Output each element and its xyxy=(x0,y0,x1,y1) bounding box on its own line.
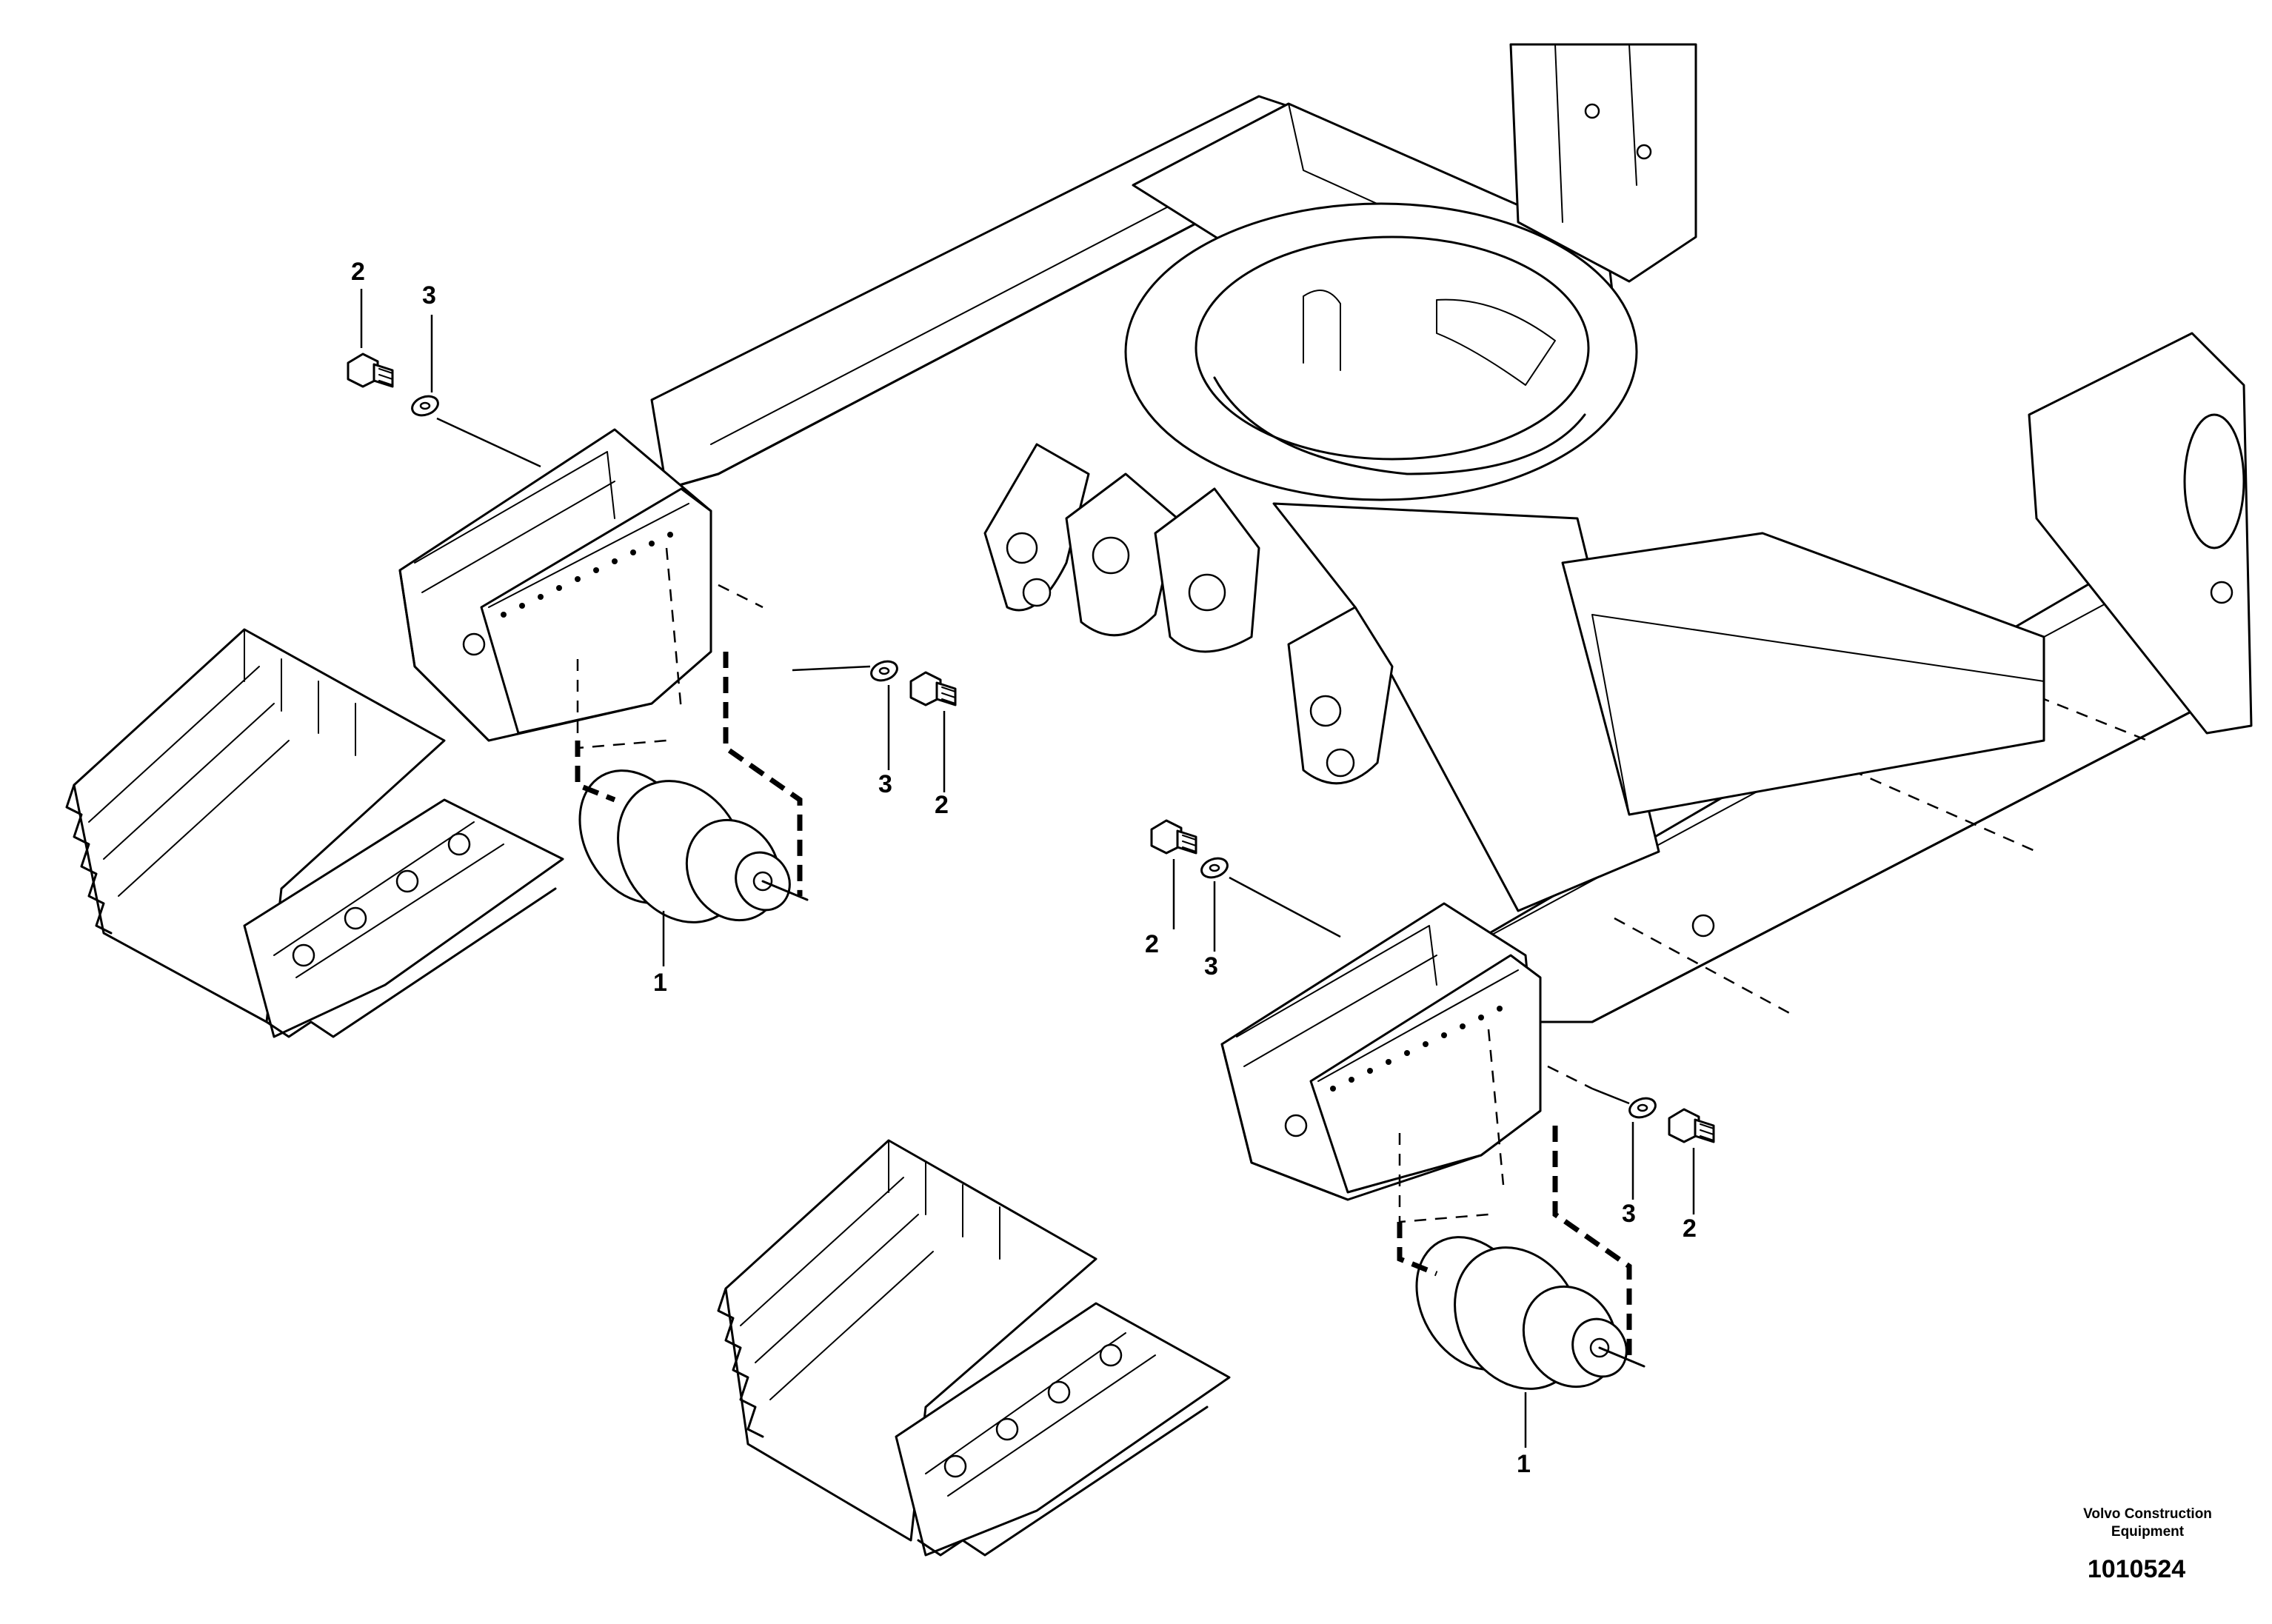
callout-upper-right-bolt: 2 xyxy=(935,791,949,819)
leader-lines xyxy=(360,289,1695,1448)
upper-bottom-roller[interactable] xyxy=(557,750,809,946)
upper-track-chain xyxy=(65,628,564,1038)
upper-roller-fit-line-right xyxy=(723,652,803,896)
upper-left-bolt[interactable] xyxy=(347,352,394,388)
callout-lower-right-bolt: 2 xyxy=(1683,1214,1697,1243)
adjuster-holes-upper xyxy=(501,532,673,618)
upper-right-bolt[interactable] xyxy=(909,671,957,706)
lower-track-frame-end xyxy=(1220,902,1593,1223)
swing-ring xyxy=(1124,202,1638,501)
adjuster-holes-lower xyxy=(1330,1006,1503,1092)
lower-bottom-roller[interactable] xyxy=(1394,1217,1645,1412)
lower-left-washer[interactable] xyxy=(1199,855,1230,881)
callout-upper-left-bolt: 2 xyxy=(351,258,365,286)
drawing-number: 1010524 xyxy=(2088,1555,2185,1583)
manufacturer-line-1: Volvo Construction xyxy=(2083,1506,2212,1522)
undercarriage-frame xyxy=(650,43,2253,1023)
callout-lower-left-bolt: 2 xyxy=(1145,930,1159,958)
callout-upper-left-washer: 3 xyxy=(422,281,436,310)
lower-right-bolt[interactable] xyxy=(1668,1108,1715,1143)
manufacturer-line-2: Equipment xyxy=(2111,1524,2185,1540)
upper-left-washer[interactable] xyxy=(410,393,441,419)
lower-left-bolt[interactable] xyxy=(1150,819,1197,855)
callout-upper-right-washer: 3 xyxy=(878,770,892,798)
callout-lower-right-washer: 3 xyxy=(1622,1200,1636,1228)
lower-roller-fit-line-left xyxy=(1397,1222,1438,1277)
upper-right-washer[interactable] xyxy=(869,658,900,684)
callout-labels: 2 3 3 2 1 2 3 3 2 1 xyxy=(351,258,1697,1478)
upper-track-frame-end xyxy=(398,428,764,749)
upper-roller-fit-line-left xyxy=(575,741,616,803)
callout-lower-roller: 1 xyxy=(1517,1450,1531,1478)
boom-mount-lugs xyxy=(983,443,1394,785)
lower-track-chain xyxy=(717,1139,1231,1557)
title-block: Volvo Construction Equipment 1010524 xyxy=(2083,1506,2212,1583)
lower-right-washer[interactable] xyxy=(1627,1095,1658,1121)
callout-upper-roller: 1 xyxy=(653,969,667,997)
callout-lower-left-washer: 3 xyxy=(1204,952,1218,980)
lower-roller-fit-line-right xyxy=(1552,1126,1632,1363)
